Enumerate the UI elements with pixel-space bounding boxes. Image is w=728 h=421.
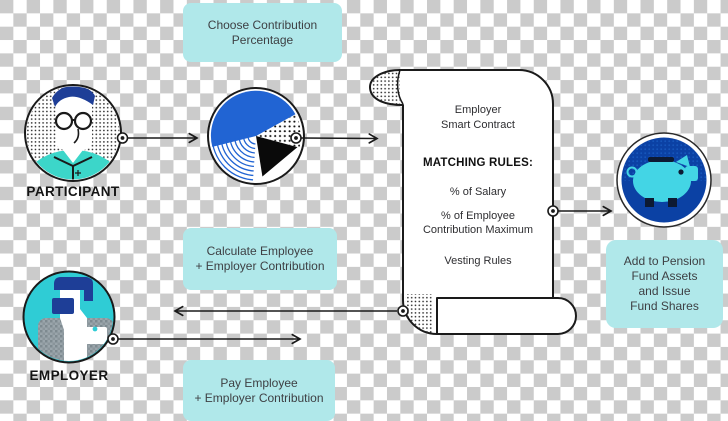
- choose-contribution-line1: Choose Contribution: [207, 17, 318, 32]
- connector-dots: [107, 132, 559, 345]
- participant-avatar-icon: [24, 84, 122, 182]
- matching-rules-heading: MATCHING RULES:: [422, 157, 534, 169]
- smart-contract-scroll-icon: [369, 69, 577, 335]
- calculate-contribution-box: Calculate Employee + Employer Contributi…: [183, 228, 337, 290]
- choose-contribution-line2: Percentage: [231, 32, 294, 47]
- calculate-contribution-line1: Calculate Employee: [206, 244, 314, 258]
- choose-contribution-box: Choose Contribution Percentage: [183, 3, 342, 62]
- rule-employee-max-line2: Contribution Maximum: [422, 224, 534, 236]
- flow-arrows: [118, 138, 611, 339]
- contract-title-line2: Smart Contract: [441, 119, 515, 131]
- contract-title-line1: Employer: [454, 104, 502, 116]
- connector-dot: [107, 333, 119, 345]
- pay-contribution-line2: + Employer Contribution: [194, 390, 324, 405]
- connector-dot: [547, 205, 559, 217]
- connector-dot: [116, 132, 129, 144]
- pay-contribution-box: Pay Employee + Employer Contribution: [183, 360, 335, 421]
- participant-label: PARTICIPANT: [26, 184, 120, 199]
- connector-dot: [290, 132, 302, 144]
- calculate-contribution-line2: + Employer Contribution: [195, 259, 325, 273]
- add-to-pension-line3: and Issue: [638, 284, 691, 298]
- add-to-pension-line4: Fund Shares: [630, 299, 699, 313]
- piggy-bank-icon: [616, 132, 712, 228]
- rule-employee-max-line1: % of Employee: [441, 210, 515, 222]
- employer-label: EMPLOYER: [29, 368, 109, 383]
- pie-chart-icon: [207, 87, 305, 185]
- employer-avatar-icon: [22, 270, 116, 364]
- add-to-pension-line1: Add to Pension: [623, 254, 706, 268]
- arrow-pie-to-contract: [300, 138, 377, 139]
- pay-contribution-line1: Pay Employee: [220, 375, 298, 390]
- rule-salary: % of Salary: [449, 186, 507, 198]
- add-to-pension-box: Add to Pension Fund Assets and Issue Fun…: [606, 240, 723, 328]
- connector-dot: [397, 305, 409, 317]
- rule-vesting: Vesting Rules: [444, 255, 512, 267]
- add-to-pension-line2: Fund Assets: [631, 269, 698, 283]
